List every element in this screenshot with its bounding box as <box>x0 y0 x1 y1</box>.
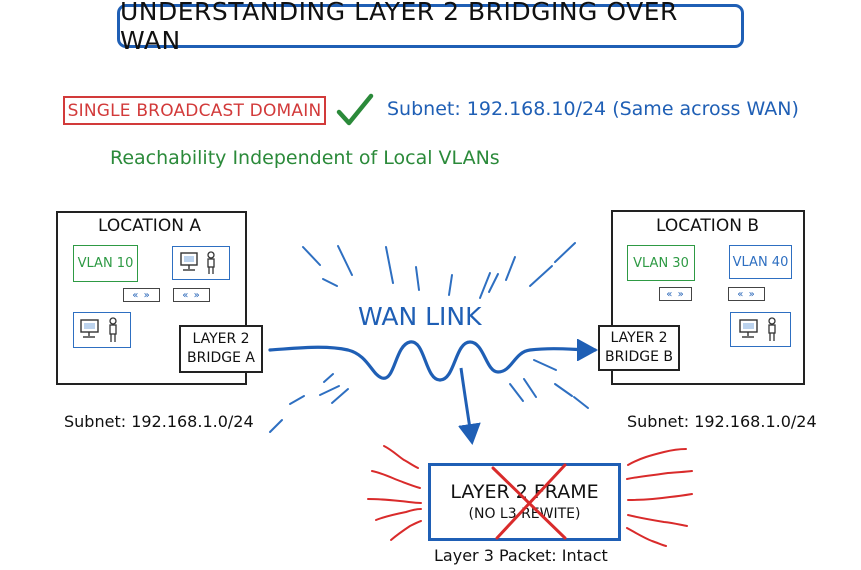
location-b-port-2: « » <box>728 287 765 301</box>
wan-rays <box>269 242 589 433</box>
cross-out-icon <box>491 463 567 540</box>
location-a-host-2 <box>73 312 131 348</box>
layer-2-bridge-a: LAYER 2 BRIDGE A <box>179 325 263 373</box>
location-a-port-1: « » <box>123 288 160 302</box>
wan-wave <box>268 342 595 382</box>
vlan-40-box: VLAN 40 <box>729 245 792 279</box>
location-a-host-1 <box>172 246 230 280</box>
frame-arrow <box>461 367 472 442</box>
computer-user-icon <box>180 251 215 274</box>
location-a-port-2: « » <box>173 288 210 302</box>
broadcast-domain-badge: SINGLE BROADCAST DOMAIN <box>63 96 326 125</box>
location-b-subnet: Subnet: 192.168.1.0/24 <box>627 412 817 431</box>
bridge-a-line-2: BRIDGE A <box>187 350 255 366</box>
bridge-a-line-1: LAYER 2 <box>192 331 250 347</box>
wan-link-label: WAN LINK <box>358 302 482 331</box>
frame-subtitle: (NO L3 REWITE) <box>468 506 581 522</box>
packet-status-text: Layer 3 Packet: Intact <box>434 546 608 565</box>
vlan-30-box: VLAN 30 <box>627 245 695 281</box>
location-b-title: LOCATION B <box>656 216 759 236</box>
check-icon <box>336 93 374 126</box>
page-title: UNDERSTANDING LAYER 2 BRIDGING OVER WAN <box>117 0 744 55</box>
frame-title: LAYER 2 FRAME <box>450 481 599 503</box>
computer-user-icon <box>80 317 117 342</box>
reachability-text: Reachability Independent of Local VLANs <box>110 147 500 169</box>
location-b-port-1: « » <box>659 287 692 301</box>
layer-2-bridge-b: LAYER 2 BRIDGE B <box>598 325 680 371</box>
location-a-subnet: Subnet: 192.168.1.0/24 <box>64 412 254 431</box>
layer-2-frame-box: LAYER 2 FRAME (NO L3 REWITE) <box>428 463 621 541</box>
bridge-b-line-2: BRIDGE B <box>605 349 673 365</box>
frame-squiggles <box>367 445 693 547</box>
location-a-title: LOCATION A <box>98 216 201 236</box>
bridge-b-line-1: LAYER 2 <box>610 330 668 346</box>
computer-user-icon <box>739 317 776 341</box>
wan-subnet-text: Subnet: 192.168.10/24 (Same across WAN) <box>387 98 799 120</box>
vlan-10-box: VLAN 10 <box>73 245 138 282</box>
location-b-host <box>730 312 791 347</box>
